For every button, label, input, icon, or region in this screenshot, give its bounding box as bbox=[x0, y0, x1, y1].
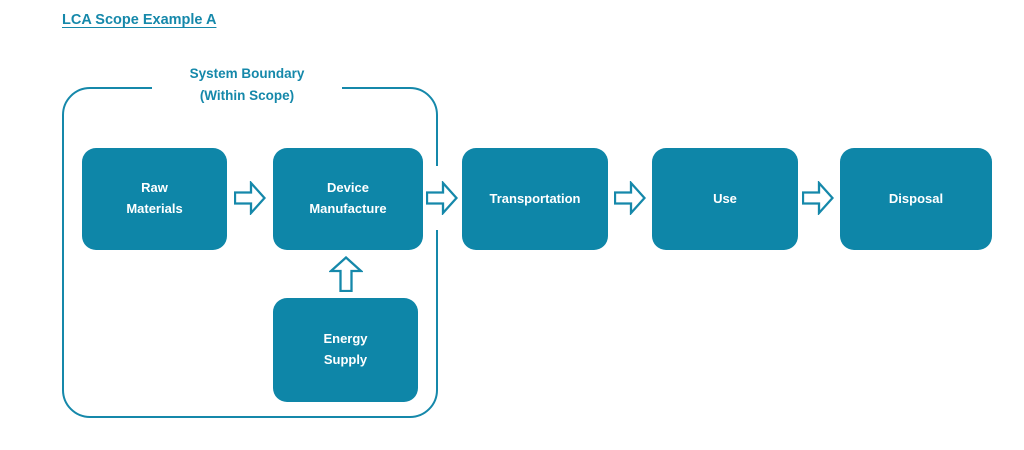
node-label-line: Supply bbox=[323, 352, 368, 367]
node-label-line: Disposal bbox=[888, 190, 944, 206]
node-label-line: Materials bbox=[126, 201, 183, 216]
node-use: Use bbox=[652, 148, 798, 250]
diagram-title: LCA Scope Example A bbox=[62, 12, 217, 28]
flow-arrow-right-icon bbox=[234, 181, 266, 215]
flow-arrow-right-icon bbox=[614, 181, 646, 215]
node-energy-supply: Energy Supply bbox=[273, 298, 418, 402]
flow-arrow-right-icon bbox=[802, 181, 834, 215]
node-label-line: Device bbox=[327, 180, 369, 196]
node-label-line: Transportation bbox=[489, 190, 581, 206]
node-disposal: Disposal bbox=[840, 148, 992, 250]
system-boundary-label-line2: (Within Scope) bbox=[199, 88, 295, 103]
node-label-line: Raw bbox=[141, 180, 168, 196]
node-transportation: Transportation bbox=[462, 148, 608, 250]
node-label-line: Use bbox=[713, 190, 737, 206]
node-raw-materials: Raw Materials bbox=[82, 148, 227, 250]
node-device-manufacture: Device Manufacture bbox=[273, 148, 423, 250]
system-boundary-label: System Boundary (Within Scope) bbox=[152, 61, 342, 109]
node-label-line: Energy bbox=[323, 331, 368, 347]
node-label-line: Manufacture bbox=[309, 201, 387, 216]
flow-arrow-right-icon bbox=[426, 181, 458, 215]
flow-arrow-up-icon bbox=[329, 256, 363, 292]
system-boundary-label-line1: System Boundary bbox=[189, 66, 305, 82]
